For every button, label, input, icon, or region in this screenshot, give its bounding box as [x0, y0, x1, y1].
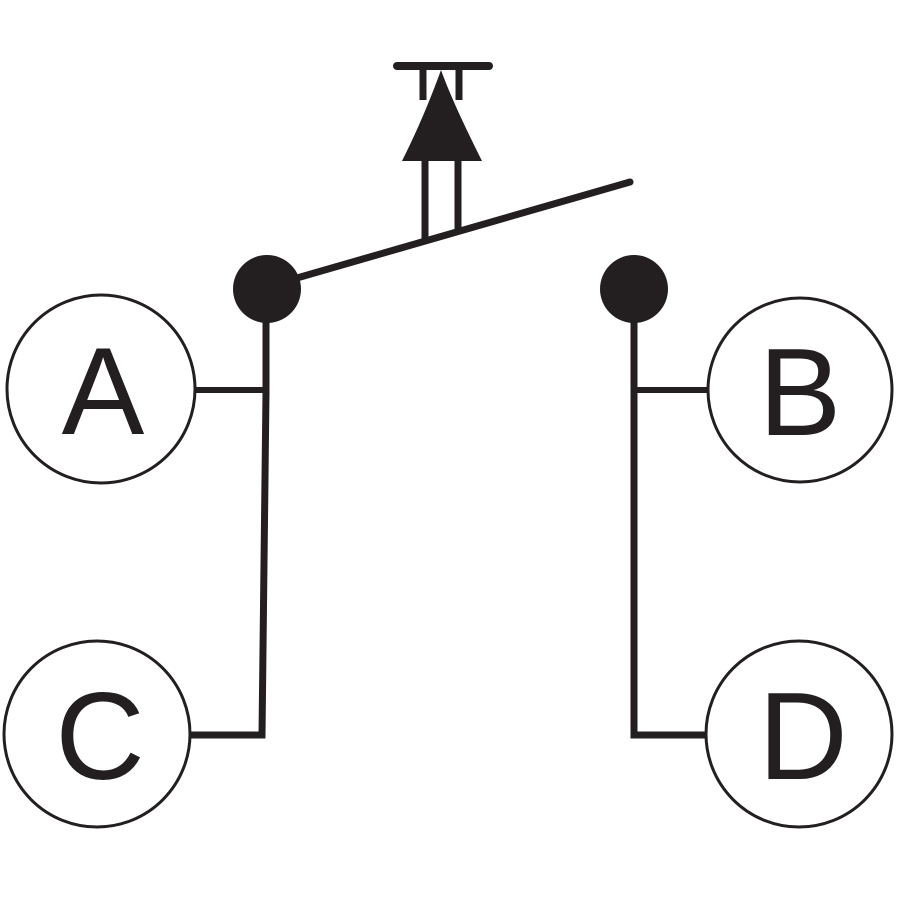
terminal-a-label: A: [62, 323, 145, 461]
left-conductor-wire: [190, 290, 270, 739]
actuator-arrow-head: [402, 70, 482, 161]
right-conductor: [630, 290, 709, 739]
pivot-contact: [233, 255, 301, 323]
terminal-b: B: [706, 296, 894, 484]
terminal-c: C: [2, 639, 192, 829]
terminal-d-circle: [704, 639, 894, 829]
fixed-contact: [600, 255, 668, 323]
switch-lever: [286, 178, 634, 284]
right-conductor-wire: [630, 290, 706, 739]
terminal-b-label: B: [759, 324, 842, 462]
terminal-a-circle: [5, 293, 197, 485]
terminal-c-circle: [2, 639, 192, 829]
terminal-d-label: D: [758, 668, 848, 806]
terminal-a: A: [5, 293, 197, 485]
terminal-d: D: [704, 639, 894, 829]
terminal-c-label: C: [55, 668, 145, 806]
terminal-b-circle: [706, 296, 894, 484]
left-conductor: [190, 290, 270, 739]
push-button-actuator-icon: [393, 62, 493, 240]
